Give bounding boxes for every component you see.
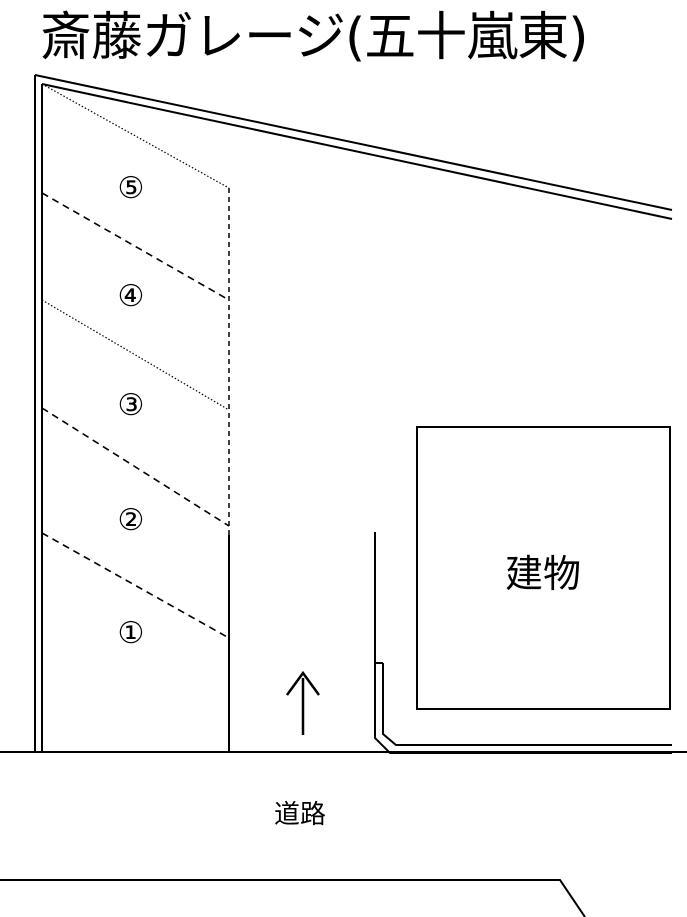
road-label: 道路: [274, 800, 326, 830]
space-label-1: ①: [118, 616, 145, 651]
page-title: 斎藤ガレージ(五十嵐東): [40, 8, 589, 68]
building-label: 建物: [505, 552, 581, 596]
space-label-5: ⑤: [118, 171, 145, 206]
lot-top-boundary-inner: [41, 83, 673, 220]
space-label-4: ④: [118, 279, 145, 314]
space-label-3: ③: [118, 388, 145, 423]
stall-divider-top: [41, 83, 230, 189]
space-label-2: ②: [118, 503, 145, 538]
stall-divider-4-3: [41, 299, 230, 411]
stall-divider-3-2: [41, 407, 230, 527]
building: [416, 426, 671, 710]
road-bottom-edge: [0, 879, 586, 917]
driveway-edge-inner: [382, 663, 672, 746]
entrance-arrow-head: [285, 670, 321, 696]
lot-top-boundary-outer: [34, 74, 673, 211]
